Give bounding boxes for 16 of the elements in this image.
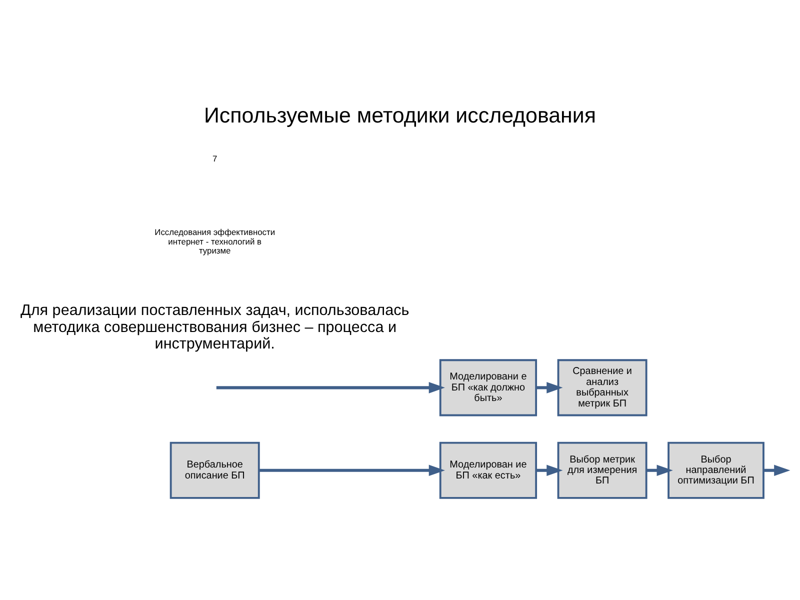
arrow xyxy=(536,382,563,394)
arrow xyxy=(216,382,445,394)
node-box: Моделирован ие БП «как есть» xyxy=(439,442,538,499)
node-box: Моделировани е БП «как должно быть» xyxy=(439,359,538,416)
diagram-title: Используемые методики исследования xyxy=(204,103,596,128)
arrow xyxy=(536,464,563,476)
arrow xyxy=(646,464,673,476)
node-box: Выбор направлений оптимизации БП xyxy=(668,442,764,499)
label: 7 xyxy=(212,154,218,164)
label: Для реализации поставленных задач, использовалась методика совершенствования бизнес – процесса и инструментарий. xyxy=(20,302,410,353)
label: Исследования эффективности интернет - технологий в туризме xyxy=(154,227,276,256)
node-box: Сравнение и анализ выбранных метрик БП xyxy=(557,359,648,416)
node-box: Вербальное описание БП xyxy=(170,442,260,499)
arrow xyxy=(258,464,445,476)
arrow xyxy=(764,464,790,476)
node-box: Выбор метрик для измерения БП xyxy=(557,442,648,499)
